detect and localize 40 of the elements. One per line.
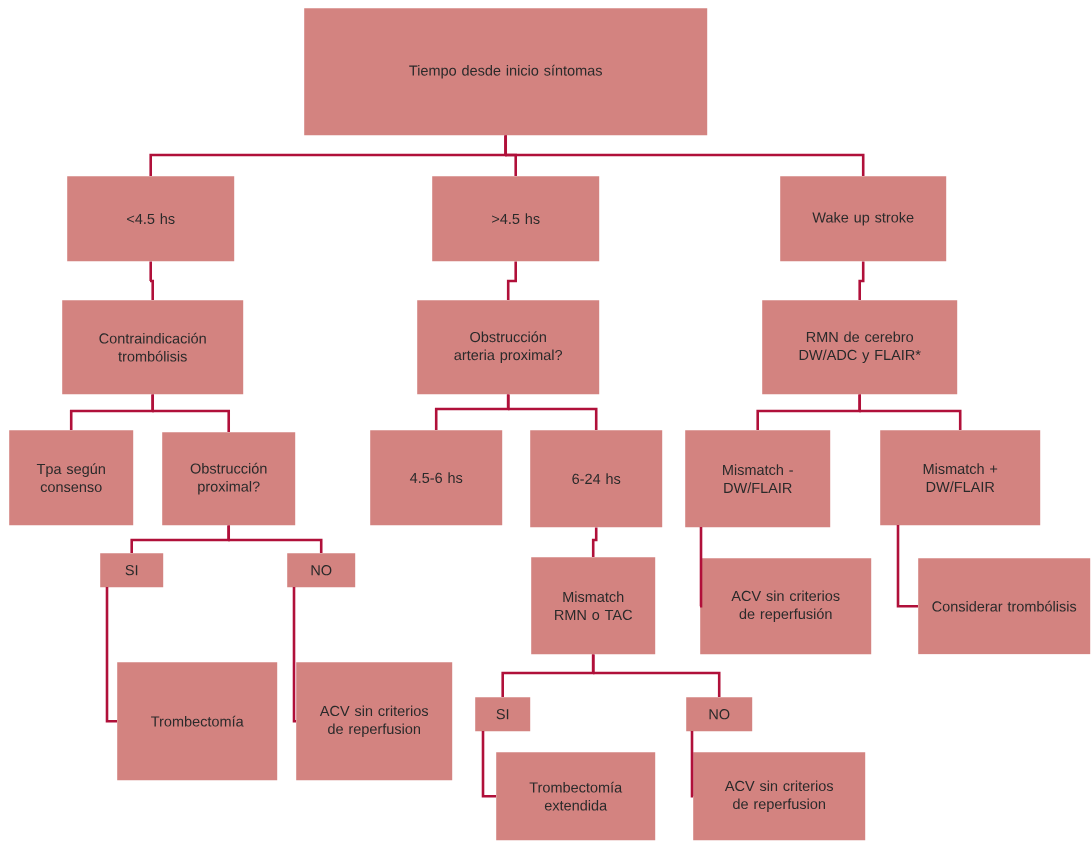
flow-box: >4.5 hs <box>432 176 600 262</box>
flow-box: Tiempo desde inicio síntomas <box>304 8 708 136</box>
connector-line <box>506 394 598 430</box>
connector-line <box>292 587 297 723</box>
flow-box: Mismatch - DW/FLAIR <box>685 430 831 528</box>
flow-box: 4.5-6 hs <box>370 430 503 526</box>
connector-line <box>506 261 517 300</box>
connector-line <box>150 394 230 432</box>
flow-box: Tpa según consenso <box>9 430 134 526</box>
flow-box: ACV sin criterios de reperfusion <box>693 752 866 841</box>
flow-box: Trombectomía extendida <box>496 752 656 841</box>
connector-line <box>591 527 598 557</box>
connector-line <box>503 135 865 176</box>
label-tag: SI <box>475 697 531 732</box>
flow-box: Wake up stroke <box>780 176 947 262</box>
flow-box: ACV sin criterios de reperfusión <box>700 558 872 655</box>
flow-box: Mismatch + DW/FLAIR <box>880 430 1041 526</box>
connector-line <box>690 731 695 798</box>
flow-box: 6-24 hs <box>530 430 663 528</box>
label-tag: NO <box>287 553 356 588</box>
connector-line <box>226 525 323 553</box>
flow-box: RMN de cerebro DW/ADC y FLAIR* <box>762 300 958 395</box>
connector-line <box>591 654 721 697</box>
label-tag: SI <box>100 553 164 588</box>
connector-line <box>481 731 496 798</box>
connector-line <box>105 587 117 723</box>
flow-box: Obstrucción proximal? <box>162 432 296 526</box>
label-tag: NO <box>686 697 753 732</box>
flow-box: Mismatch RMN o TAC <box>531 557 656 655</box>
connector-line <box>698 527 703 608</box>
flow-box: Trombectomía <box>117 662 278 781</box>
flow-box: ACV sin criterios de reperfusion <box>296 662 453 781</box>
flow-box: <4.5 hs <box>67 176 235 262</box>
connector-line <box>857 394 962 430</box>
connector-line <box>148 261 154 300</box>
flow-box: Obstrucción arteria proximal? <box>417 300 600 395</box>
connector-line <box>896 525 918 608</box>
flow-box: Considerar trombólisis <box>918 558 1091 655</box>
connector-line <box>858 261 865 300</box>
flow-box: Contraindicación trombólisis <box>62 300 244 395</box>
